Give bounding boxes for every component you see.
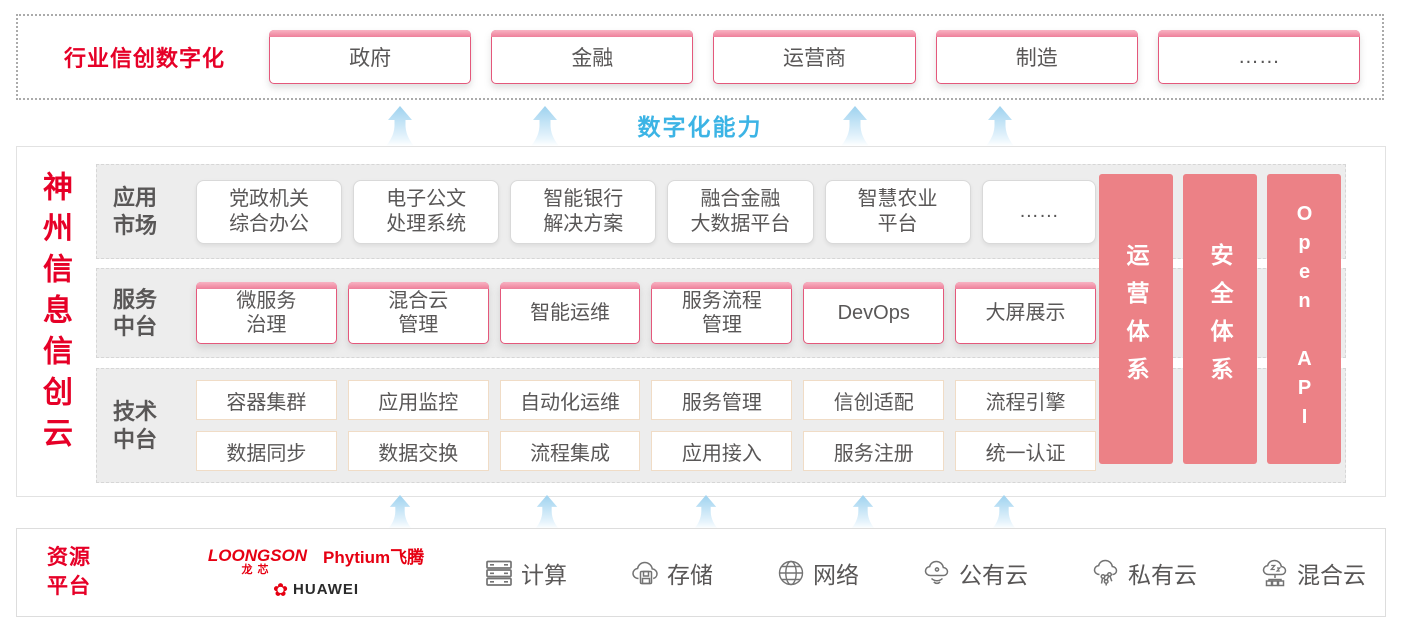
industry-box-government: 政府	[269, 30, 472, 84]
huawei-logo: ✿ HUAWEI	[273, 581, 359, 599]
industry-box-operator: 运营商	[713, 30, 916, 84]
svc-box-devops: DevOps	[803, 282, 945, 344]
svc-box-hybrid-cloud-mgmt: 混合云 管理	[347, 282, 489, 344]
up-arrow-icon	[841, 106, 869, 146]
industry-box-finance: 金融	[491, 30, 694, 84]
platform-rows: 应用 市场 党政机关 综合办公 电子公文 处理系统 智能银行 解决方案 融合金融…	[96, 164, 1346, 483]
tech-middle-row: 技术 中台 容器集群 应用监控 自动化运维 服务管理 信创适配 流程引擎 数据同…	[96, 368, 1346, 483]
svc-box-microservice-governance: 微服务 治理	[196, 282, 337, 344]
loongson-logo: LOONGSON 龙芯	[207, 545, 308, 576]
side-bar-operation-system: 运营体系	[1099, 174, 1173, 464]
side-bar-open-api: Open API	[1267, 174, 1341, 464]
app-box-more: ……	[981, 179, 1097, 244]
tech-box-service-registry: 服务注册	[803, 431, 945, 471]
svc-box-service-process-mgmt: 服务流程 管理	[651, 282, 793, 344]
vendor-logos: LOONGSON 龙芯 Phytium飞腾 ✿ HUAWEI	[191, 547, 441, 599]
side-bar-security-system: 安全体系	[1183, 174, 1257, 464]
resource-network: 网络	[775, 556, 859, 590]
tech-box-app-access: 应用接入	[651, 431, 793, 471]
tech-box-data-sync: 数据同步	[196, 431, 337, 471]
up-arrow-icon	[386, 106, 414, 146]
resource-items: 计算 存储	[483, 556, 1366, 590]
industry-boxes: 政府 金融 运营商 制造 ……	[269, 30, 1382, 84]
resource-storage: 存储	[629, 556, 713, 590]
app-box-smart-agriculture: 智慧农业 平台	[824, 179, 971, 244]
up-arrow-icon	[531, 106, 559, 146]
tech-box-data-exchange: 数据交换	[347, 431, 489, 471]
private-cloud-icon	[1093, 559, 1118, 585]
digital-capability-band: 数字化能力	[16, 102, 1384, 146]
resource-platform-title: 资源 平台	[47, 546, 91, 598]
tech-box-automated-ops: 自动化运维	[499, 380, 641, 420]
industry-box-more: ……	[1157, 30, 1361, 84]
network-icon	[778, 560, 804, 585]
up-arrow-icon	[851, 495, 875, 529]
tech-box-xinchuang-adaptation: 信创适配	[803, 380, 945, 420]
loongson-cn-label: 龙芯	[241, 563, 274, 576]
public-cloud-icon	[924, 560, 949, 584]
svc-box-big-screen: 大屏展示	[955, 282, 1096, 344]
cloud-platform-panel: 神州信息信创云 应用 市场 党政机关 综合办公 电子公文 处理系统 智能银行 解…	[16, 146, 1386, 497]
storage-icon	[632, 561, 658, 584]
resource-arrow-band	[16, 494, 1384, 530]
resource-compute: 计算	[483, 556, 567, 590]
up-arrow-icon	[535, 495, 559, 529]
compute-icon	[486, 560, 512, 586]
app-market-label: 应用 市场	[113, 185, 158, 238]
platform-vertical-title: 神州信息信创云	[38, 171, 71, 458]
up-arrow-icon	[388, 495, 412, 529]
tech-box-container-cluster: 容器集群	[196, 380, 337, 420]
resource-hybrid-cloud: 混合云	[1259, 556, 1366, 590]
tech-box-process-integration: 流程集成	[499, 431, 641, 471]
up-arrow-icon	[986, 106, 1014, 146]
app-box-smart-banking: 智能银行 解决方案	[510, 179, 657, 244]
phytium-logo: Phytium飞腾	[323, 547, 425, 567]
industry-box-manufacturing: 制造	[935, 30, 1139, 84]
svc-box-intelligent-ops: 智能运维	[499, 282, 641, 344]
up-arrow-icon	[694, 495, 718, 529]
app-box-e-document: 电子公文 处理系统	[353, 179, 500, 244]
huawei-label: HUAWEI	[293, 581, 360, 598]
industry-band: 行业信创数字化 政府 金融 运营商 制造 ……	[16, 14, 1384, 100]
tech-box-process-engine: 流程引擎	[955, 380, 1096, 420]
service-middle-label: 服务 中台	[113, 286, 158, 340]
resource-platform-panel: 资源 平台 LOONGSON 龙芯 Phytium飞腾 ✿ HUAWEI	[16, 528, 1386, 617]
app-box-party-gov-office: 党政机关 综合办公	[196, 179, 343, 244]
up-arrow-icon	[992, 495, 1016, 529]
hybrid-cloud-icon	[1262, 559, 1287, 586]
industry-band-title: 行业信创数字化	[64, 46, 226, 71]
tech-box-unified-auth: 统一认证	[955, 431, 1096, 471]
tech-box-service-mgmt: 服务管理	[651, 380, 793, 420]
resource-private-cloud: 私有云	[1090, 556, 1197, 590]
app-box-finance-bigdata: 融合金融 大数据平台	[667, 179, 814, 244]
tech-box-app-monitoring: 应用监控	[347, 380, 489, 420]
resource-public-cloud: 公有云	[921, 556, 1028, 590]
huawei-flower-icon: ✿	[272, 579, 289, 600]
tech-middle-label: 技术 中台	[113, 399, 158, 452]
digital-capability-label: 数字化能力	[637, 114, 763, 140]
